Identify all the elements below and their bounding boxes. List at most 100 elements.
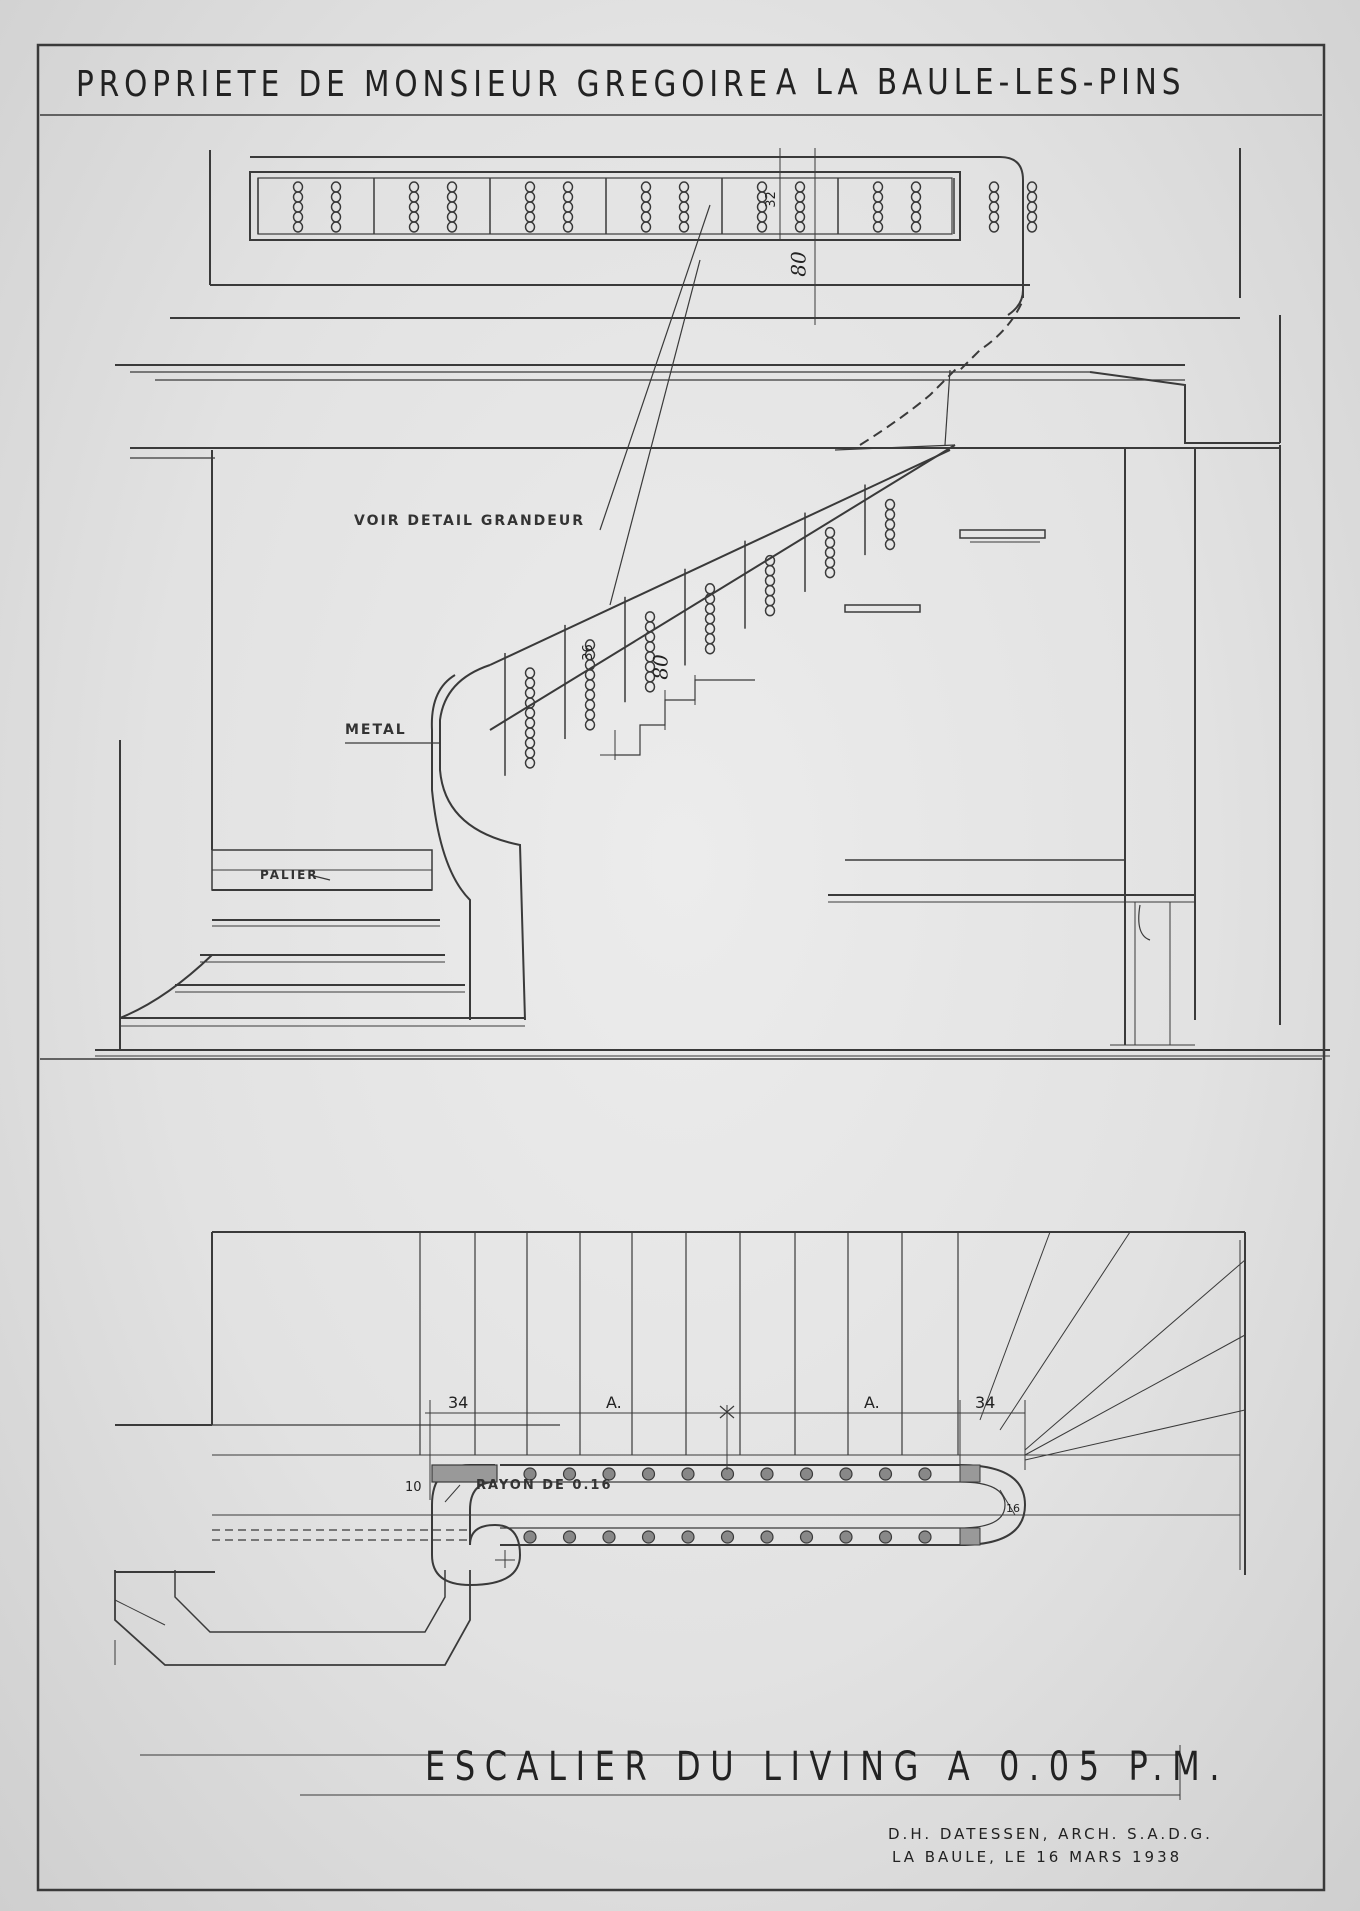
baluster-bead xyxy=(678,221,690,233)
baluster-bead xyxy=(584,669,596,681)
baluster-bead xyxy=(824,566,836,579)
architect-signature: D.H. DATESSEN, ARCH. S.A.D.G. xyxy=(888,1825,1213,1843)
baluster-bead xyxy=(1026,211,1038,223)
baluster-bead xyxy=(872,181,884,193)
baluster-bead xyxy=(794,201,806,213)
dim-10: 10 xyxy=(405,1480,422,1495)
plan-baluster xyxy=(681,1530,695,1544)
baluster-bead xyxy=(330,191,342,203)
baluster-bead xyxy=(292,201,304,213)
baluster-bead xyxy=(910,211,922,223)
baluster-bead xyxy=(704,582,716,595)
sheet-border xyxy=(36,43,1326,1892)
baluster-bead xyxy=(584,709,596,721)
baluster-bead xyxy=(824,526,836,539)
baluster-bead xyxy=(446,201,458,213)
plan-baluster xyxy=(523,1530,537,1544)
dim-32: 32 xyxy=(763,191,779,208)
baluster-bead xyxy=(1026,181,1038,193)
dim-80-stair: 80 xyxy=(648,654,673,680)
baluster-bead xyxy=(988,201,1000,213)
baluster-bead xyxy=(988,221,1000,233)
bottom-steps xyxy=(119,849,525,1027)
baluster-bead xyxy=(562,191,574,203)
plan-baluster xyxy=(878,1467,893,1481)
baluster-bead xyxy=(524,181,536,193)
plan-baluster xyxy=(799,1467,814,1481)
baluster-bead xyxy=(704,632,716,645)
baluster-bead xyxy=(640,181,652,193)
signature-date: LA BAULE, LE 16 MARS 1938 xyxy=(892,1848,1183,1866)
dim-36: 36 xyxy=(580,644,596,661)
plan-baluster xyxy=(878,1530,893,1544)
baluster-bead xyxy=(1026,201,1038,213)
baluster-bead xyxy=(678,211,690,223)
baluster-bead xyxy=(764,564,776,577)
rayon-note: RAYON DE 0.16 xyxy=(476,1478,613,1493)
baluster-bead xyxy=(872,211,884,223)
baluster-bead xyxy=(524,667,536,679)
plan-baluster xyxy=(760,1530,774,1544)
baluster-bead xyxy=(446,191,458,203)
baluster-bead xyxy=(524,191,536,203)
baluster-bead xyxy=(756,221,768,233)
baluster-bead xyxy=(884,528,896,541)
baluster-bead xyxy=(524,687,536,699)
plan-baluster xyxy=(641,1467,656,1481)
baluster-bead xyxy=(446,211,458,223)
stair-plan xyxy=(114,1231,1246,1800)
palier-note: PALIER xyxy=(260,868,319,882)
baluster-bead xyxy=(644,621,656,633)
baluster-bead xyxy=(330,211,342,223)
baluster-bead xyxy=(584,689,596,701)
baluster-bead xyxy=(640,221,652,233)
baluster-bead xyxy=(704,602,716,615)
baluster-bead xyxy=(524,201,536,213)
gallery-balusters xyxy=(257,178,1038,234)
baluster-bead xyxy=(292,211,304,223)
baluster-bead xyxy=(794,221,806,233)
baluster-bead xyxy=(988,181,1000,193)
baluster-bead xyxy=(562,181,574,193)
metal-note: METAL xyxy=(345,722,407,738)
baluster-bead xyxy=(562,211,574,223)
baluster-bead xyxy=(524,677,536,689)
plan-balusters xyxy=(523,1467,932,1544)
baluster-bead xyxy=(764,574,776,587)
baluster-bead xyxy=(330,181,342,193)
baluster-bead xyxy=(524,707,536,719)
baluster-bead xyxy=(524,211,536,223)
dim-80-top: 80 xyxy=(786,251,811,277)
title-location: A LA BAULE-LES-PINS xyxy=(776,62,1186,103)
baluster-bead xyxy=(872,191,884,203)
plan-baluster xyxy=(523,1467,537,1481)
dim-34-left: 34 xyxy=(448,1393,469,1412)
baluster-bead xyxy=(562,221,574,233)
baluster-bead xyxy=(524,747,536,759)
plan-baluster xyxy=(799,1530,814,1544)
stair-balusters xyxy=(504,484,896,776)
baluster-bead xyxy=(446,221,458,233)
baluster-bead xyxy=(756,211,768,223)
plan-baluster xyxy=(681,1467,695,1481)
baluster-bead xyxy=(644,631,656,643)
baluster-bead xyxy=(292,191,304,203)
baluster-bead xyxy=(824,536,836,549)
baluster-bead xyxy=(408,201,420,213)
plan-baluster xyxy=(839,1530,853,1544)
plan-baluster xyxy=(839,1467,853,1481)
baluster-bead xyxy=(640,201,652,213)
baluster-bead xyxy=(704,642,716,655)
baluster-bead xyxy=(584,679,596,691)
plan-baluster xyxy=(602,1530,616,1544)
baluster-bead xyxy=(330,221,342,233)
baluster-bead xyxy=(524,737,536,749)
title-owner: PROPRIETE DE MONSIEUR GREGOIRE xyxy=(76,64,773,105)
dim-34-right: 34 xyxy=(975,1393,996,1412)
stair-elevation xyxy=(95,204,1330,1057)
baluster-bead xyxy=(704,612,716,625)
drawing-title: ESCALIER DU LIVING A 0.05 P.M. xyxy=(425,1744,1230,1790)
dim-a-right: A. xyxy=(864,1393,880,1412)
plan-baluster xyxy=(720,1530,735,1544)
